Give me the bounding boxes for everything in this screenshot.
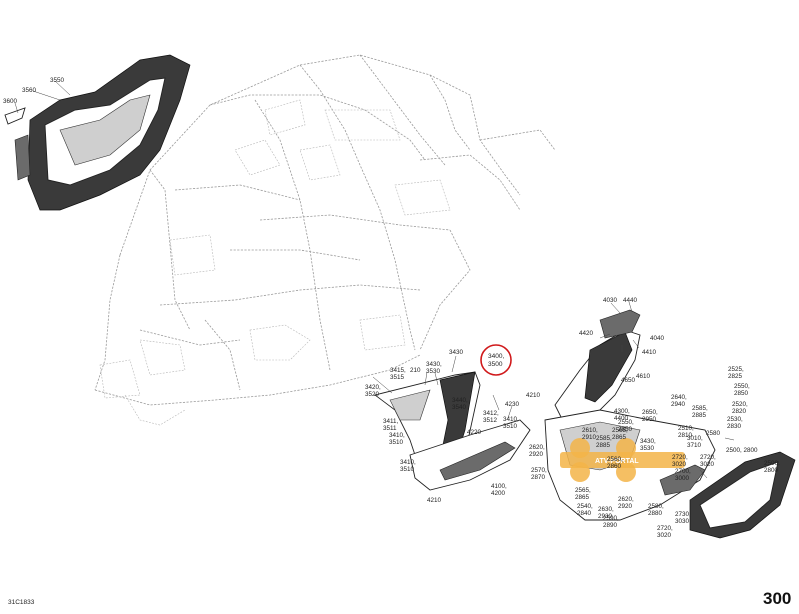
callout-label: 2720,3020 [700,454,716,468]
callout-label: 4410 [642,349,657,356]
callout-label: 2565,2865 [612,427,628,441]
callout-label: 2580,2880 [648,503,664,517]
callout-label: 2590,2890 [603,515,619,529]
doc-reference: 31C1833 [8,599,35,606]
callout-label: 3430,3530 [426,361,442,375]
callout-label: 2580 [706,430,721,437]
callout-label: 2525,2825 [728,366,744,380]
callout-label: 2520,2820 [732,401,748,415]
callout-label: 3410,3510 [389,432,405,446]
callout-label: 3415,3515 [390,367,406,381]
callout-label: 4440 [623,297,638,304]
rear-upper-panel [554,309,641,426]
callout-label: 4040 [650,335,665,342]
callout-label: 3560 [22,87,37,94]
callout-label: 2730,3030 [675,511,691,525]
callout-label: 2500,2800 [764,460,780,474]
callout-label: 4650 [621,377,636,384]
callout-label: 4210 [427,497,442,504]
callout-label: 3410,3510 [503,416,519,430]
callout-label: 4300,4400 [614,408,630,422]
callout-label: 2650,2950 [642,409,658,423]
callout-label: 2620,2920 [618,496,634,510]
door-panel-assembly [4,54,191,211]
callout-label: 210 [410,367,421,374]
center-side-panel [373,371,531,491]
callout-label: 3430 [449,349,464,356]
callout-label: 3010,3710 [687,435,703,449]
callout-label: 2610,2910 [582,427,598,441]
callout-label: 2620,2920 [529,444,545,458]
callout-label: 3412,3512 [483,410,499,424]
callout-label: 3430,3530 [640,438,656,452]
callout-label: 2570,2870 [531,467,547,481]
callout-label: 4100,4200 [491,483,507,497]
callout-label: 3410,3510 [400,459,416,473]
page-number: 300 [763,589,791,608]
callout-label: 2540,2840 [577,503,593,517]
highlight-ring [480,344,512,376]
callout-label: 4230 [505,401,520,408]
callout-label: 2510,2810 [678,425,694,439]
callout-label: 2550,2850 [618,419,634,433]
callout-label: 4420 [579,330,594,337]
callout-label: 2550,2850 [734,383,750,397]
watermark-text: ATV-PORTAL [595,458,639,465]
watermark-logo: ATV-PORTAL [560,438,685,482]
callout-label: 2530,2830 [727,416,743,430]
callout-label: 2700,3000 [675,468,691,482]
chassis-frame [94,54,556,426]
callout-label: 4610 [636,373,651,380]
callout-label: 3440,3540 [452,397,468,411]
line2: 3530 [426,368,441,375]
callout-label: 3420,3520 [365,384,381,398]
callout-label: 2560,2860 [607,456,623,470]
callout-label: 2720,3020 [657,525,673,539]
line1: 3430, [426,361,442,368]
callout-label: 4030 [603,297,618,304]
callout-label: 4220 [467,429,482,436]
callout-label: 2565,2865 [575,487,591,501]
callout-label: 3600 [3,98,18,105]
leader-lines [14,80,735,479]
callout-label: 2640,2940 [671,394,687,408]
callout-labels: 3550 3560 3600 3430 3430,3530 3415,3515 … [3,77,780,539]
callout-label: 4210 [526,392,541,399]
highlighted-callout-label: 3400,3500 [488,353,504,368]
callout-label: 3550 [50,77,65,84]
callout-label: 2585,2885 [692,405,708,419]
callout-label: 2585,2885 [596,435,612,449]
callout-label: 2630,2930 [598,506,614,520]
callout-label: 3411,3511 [383,418,399,432]
callout-label: 2500, 2800 [726,447,758,454]
callout-label: 2720,3020 [672,454,688,468]
